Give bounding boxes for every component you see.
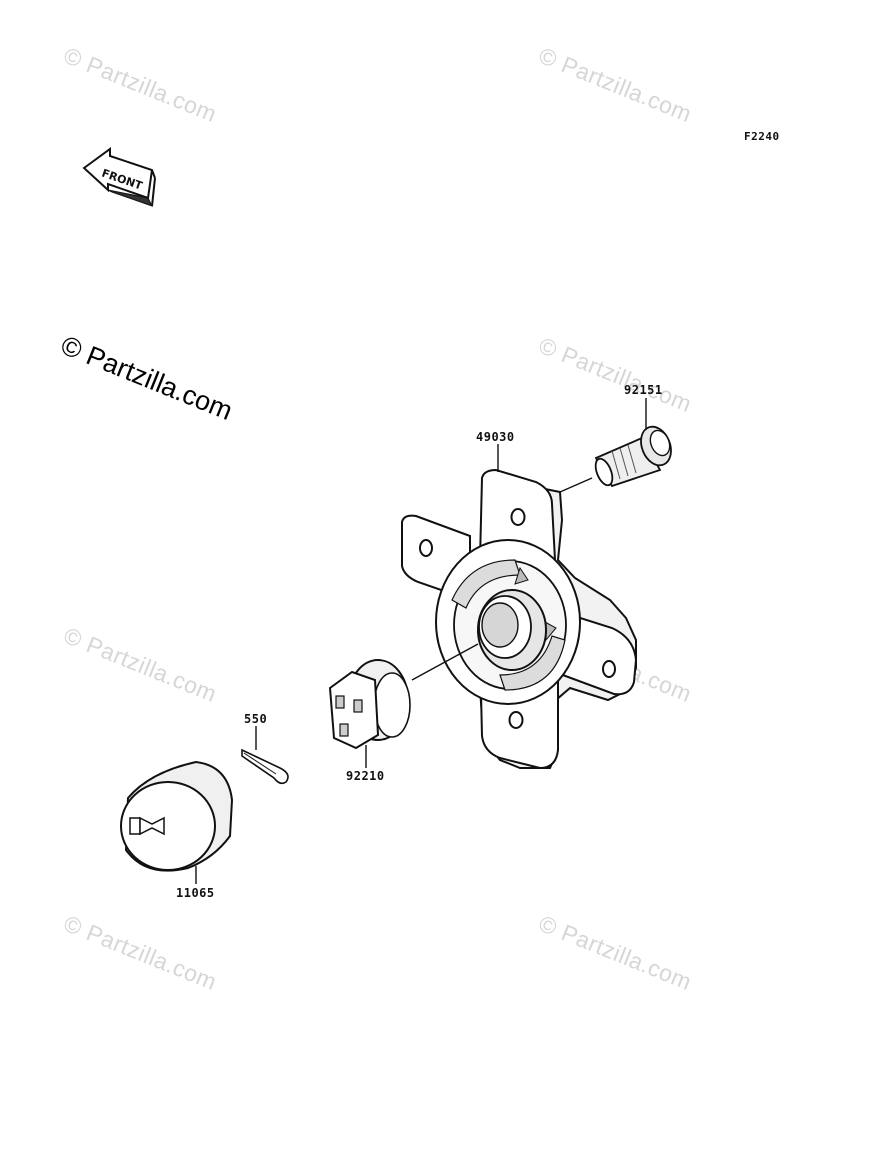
stud-bolt <box>594 425 672 488</box>
hub-cap <box>120 760 234 872</box>
front-arrow-icon: FRONT <box>82 147 156 207</box>
cotter-pin <box>241 748 289 785</box>
figure-code: F2240 <box>744 130 780 143</box>
part-label-11065: 11065 <box>176 886 215 900</box>
castle-nut <box>328 659 411 750</box>
kawasaki-logo-icon <box>129 816 165 836</box>
part-label-92151: 92151 <box>624 383 663 397</box>
leader-lines <box>195 398 647 884</box>
part-label-550: 550 <box>244 712 268 726</box>
part-label-92210: 92210 <box>346 769 385 783</box>
brake-disc-hub <box>401 468 638 770</box>
part-label-49030: 49030 <box>476 430 515 444</box>
